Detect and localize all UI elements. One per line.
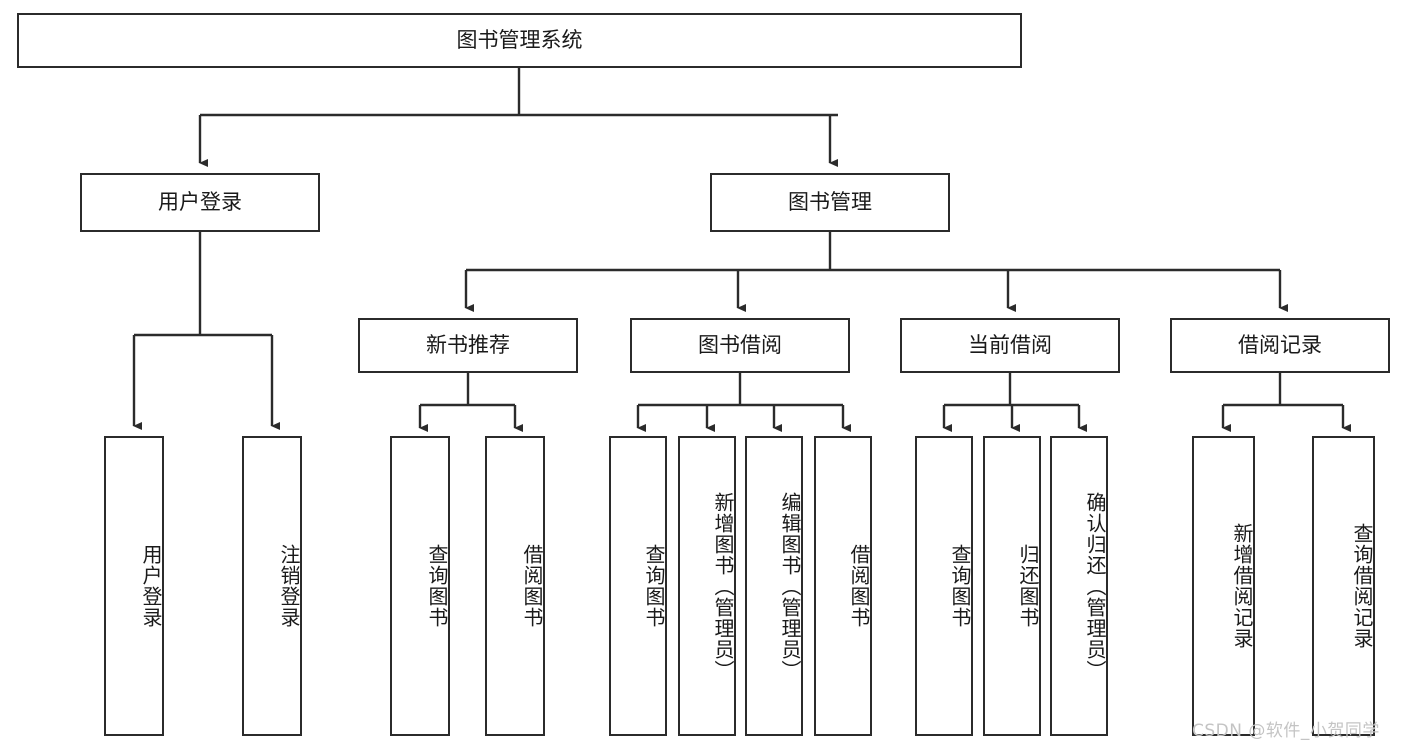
- node-borrow-record[interactable]: 借阅记录: [1170, 318, 1390, 373]
- node-leaf-query-book-3-label: 查询图书: [948, 544, 972, 628]
- node-leaf-borrow-book-1[interactable]: 借阅图书: [485, 436, 545, 736]
- node-user-login-label: 用户登录: [158, 190, 242, 215]
- node-leaf-confirm-return[interactable]: 确认归还（管理员）: [1050, 436, 1108, 736]
- node-leaf-add-record[interactable]: 新增借阅记录: [1192, 436, 1255, 736]
- node-leaf-return-book-label: 归还图书: [1016, 544, 1040, 628]
- node-user-login[interactable]: 用户登录: [80, 173, 320, 232]
- node-borrow-record-label: 借阅记录: [1238, 333, 1322, 358]
- node-leaf-user-login-label: 用户登录: [139, 544, 163, 628]
- node-book-manage[interactable]: 图书管理: [710, 173, 950, 232]
- node-current-borrow[interactable]: 当前借阅: [900, 318, 1120, 373]
- node-leaf-query-record[interactable]: 查询借阅记录: [1312, 436, 1375, 736]
- node-leaf-query-book-2[interactable]: 查询图书: [609, 436, 667, 736]
- node-new-book-recommend-label: 新书推荐: [426, 333, 510, 358]
- node-leaf-return-book[interactable]: 归还图书: [983, 436, 1041, 736]
- node-leaf-logout-login[interactable]: 注销登录: [242, 436, 302, 736]
- node-current-borrow-label: 当前借阅: [968, 333, 1052, 358]
- node-leaf-logout-login-label: 注销登录: [277, 544, 301, 628]
- node-leaf-edit-book-label: 编辑图书（管理员）: [778, 491, 802, 681]
- node-leaf-query-book-2-label: 查询图书: [642, 544, 666, 628]
- node-leaf-edit-book[interactable]: 编辑图书（管理员）: [745, 436, 803, 736]
- node-leaf-query-record-label: 查询借阅记录: [1350, 523, 1374, 649]
- node-leaf-user-login[interactable]: 用户登录: [104, 436, 164, 736]
- node-book-borrow[interactable]: 图书借阅: [630, 318, 850, 373]
- node-leaf-borrow-book-2[interactable]: 借阅图书: [814, 436, 872, 736]
- node-leaf-query-book-1[interactable]: 查询图书: [390, 436, 450, 736]
- node-leaf-borrow-book-1-label: 借阅图书: [520, 544, 544, 628]
- node-new-book-recommend[interactable]: 新书推荐: [358, 318, 578, 373]
- node-book-manage-label: 图书管理: [788, 190, 872, 215]
- node-leaf-query-book-3[interactable]: 查询图书: [915, 436, 973, 736]
- node-leaf-add-book[interactable]: 新增图书（管理员）: [678, 436, 736, 736]
- watermark: CSDN @软件_小贺同学: [1192, 721, 1380, 741]
- node-leaf-query-book-1-label: 查询图书: [425, 544, 449, 628]
- node-book-borrow-label: 图书借阅: [698, 333, 782, 358]
- node-root-label: 图书管理系统: [456, 28, 583, 53]
- node-leaf-add-book-label: 新增图书（管理员）: [711, 491, 735, 681]
- node-leaf-borrow-book-2-label: 借阅图书: [847, 544, 871, 628]
- node-leaf-confirm-return-label: 确认归还（管理员）: [1083, 491, 1107, 681]
- node-leaf-add-record-label: 新增借阅记录: [1230, 523, 1254, 649]
- node-root-system[interactable]: 图书管理系统: [17, 13, 1022, 68]
